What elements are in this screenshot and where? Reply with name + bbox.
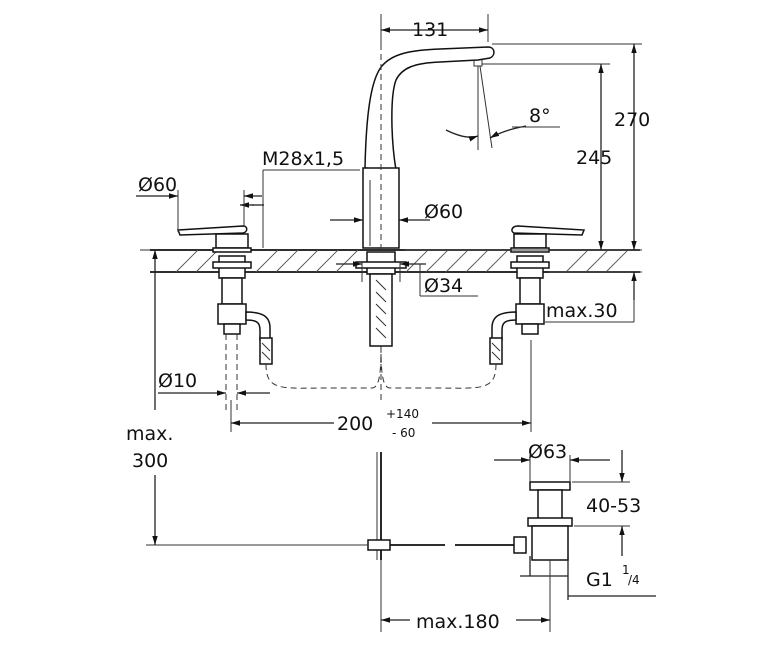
label-height-total: 270 [614, 109, 650, 131]
label-waste-thread: G1 [586, 569, 613, 591]
label-handle-diameter: Ø60 [138, 174, 177, 196]
right-valve [489, 225, 586, 365]
label-body-diameter: Ø60 [424, 201, 463, 223]
spout-mount [355, 251, 407, 347]
label-waste-range: 40-53 [586, 495, 641, 517]
label-spout-reach: 131 [412, 19, 448, 41]
label-angle: 8° [529, 105, 551, 127]
label-height-under-value: 300 [132, 450, 168, 472]
label-pipe-diameter: Ø10 [158, 370, 197, 392]
left-valve [176, 225, 273, 365]
countertop-hatching [175, 249, 629, 273]
label-waste-reach: max.180 [416, 611, 500, 633]
label-waste-thread-num: 1 [622, 563, 630, 577]
label-thread: M28x1,5 [262, 148, 344, 170]
label-deck-thickness: max.30 [546, 300, 618, 322]
label-spread-minus: - 60 [392, 426, 415, 440]
dimension-labels: 131 270 245 8° M28x1,5 Ø60 Ø60 Ø34 max.3… [126, 19, 650, 633]
supply-hoses [225, 334, 497, 410]
label-waste-thread-den: /4 [628, 573, 640, 587]
label-hole-diameter: Ø34 [424, 275, 463, 297]
popup-waste [367, 452, 573, 561]
label-spread: 200 [337, 413, 373, 435]
label-height-spout: 245 [576, 147, 612, 169]
label-height-under-max: max. [126, 423, 173, 445]
label-waste-diameter: Ø63 [528, 441, 567, 463]
dimension-lines [136, 14, 656, 632]
label-spread-plus: +140 [386, 407, 419, 421]
